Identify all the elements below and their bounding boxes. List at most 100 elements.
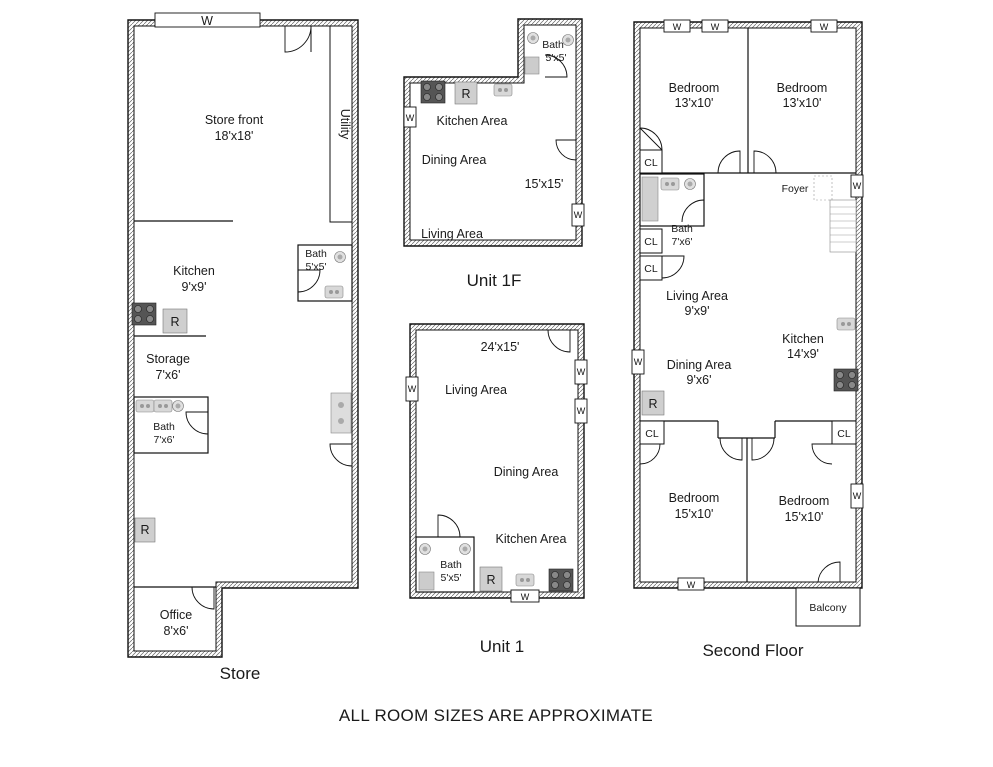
refrigerator-label: R xyxy=(486,573,495,587)
refrigerator-label: R xyxy=(648,397,657,411)
dining-area-label: Dining Area xyxy=(494,465,559,479)
window-tag: W xyxy=(510,589,540,603)
door-icon xyxy=(547,329,571,353)
unit1f-plan: R Bath 5'x5' W W Kitchen Area Dining Are… xyxy=(403,18,585,290)
svg-text:W: W xyxy=(574,210,583,220)
unit1-plan: W W W W 24'x15' Living Area Dining Area … xyxy=(405,323,588,656)
kitchen-area-label: Kitchen Area xyxy=(437,114,508,128)
living-area-name: Living Area xyxy=(666,289,728,303)
door-icon xyxy=(437,514,461,538)
bath-name: Bath xyxy=(542,39,564,51)
door-icon xyxy=(811,443,833,465)
door-icon xyxy=(753,150,777,174)
svg-text:W: W xyxy=(406,113,415,123)
dining-area-label: Dining Area xyxy=(422,153,487,167)
window-tag: W xyxy=(810,19,838,33)
kitchen-name: Kitchen xyxy=(782,332,824,346)
living-area-size: 9'x9' xyxy=(685,304,710,318)
kitchen-name: Kitchen xyxy=(173,264,215,278)
window-tag: W xyxy=(403,106,417,128)
window-tag: W xyxy=(154,12,261,28)
window-tag: W xyxy=(574,398,588,424)
svg-text:W: W xyxy=(408,384,417,394)
window-tag: W xyxy=(663,19,691,33)
storage-name: Storage xyxy=(146,352,190,366)
kitchen-area-label: Kitchen Area xyxy=(496,532,567,546)
dining-area-name: Dining Area xyxy=(667,358,732,372)
window-tag: W xyxy=(631,349,645,375)
door-icon xyxy=(661,255,685,279)
living-area-label: Living Area xyxy=(421,227,483,241)
door-icon xyxy=(717,150,741,174)
refrigerator-label: R xyxy=(170,315,179,329)
bedroom-3-name: Bedroom xyxy=(669,491,720,505)
closet-label: CL xyxy=(645,428,659,440)
bath-a-name: Bath xyxy=(153,421,175,433)
svg-text:W: W xyxy=(201,14,213,28)
bedroom-4-size: 15'x10' xyxy=(785,510,824,524)
balcony-label: Balcony xyxy=(809,602,847,614)
door-icon xyxy=(284,25,312,53)
svg-text:W: W xyxy=(853,181,862,191)
window-tag: W xyxy=(574,359,588,385)
storefront-name: Store front xyxy=(205,113,264,127)
storage-size: 7'x6' xyxy=(156,368,181,382)
bath-size: 5'x5' xyxy=(441,572,462,584)
refrigerator-label: R xyxy=(461,87,470,101)
door-icon xyxy=(817,561,841,583)
second-floor-caption: Second Floor xyxy=(702,641,803,660)
closet-label: CL xyxy=(644,263,658,275)
bedroom-2-name: Bedroom xyxy=(777,81,828,95)
second-floor-plan: W W W Bedroom 13'x10' Bedroom 13'x10' CL xyxy=(631,19,864,660)
refrigerator-label: R xyxy=(140,523,149,537)
svg-text:W: W xyxy=(521,592,530,602)
door-icon xyxy=(639,443,661,465)
svg-text:W: W xyxy=(820,22,829,32)
window-tag: W xyxy=(571,203,585,227)
window-tag: W xyxy=(701,19,729,33)
bath-b-name: Bath xyxy=(305,248,327,260)
bath-size: 7'x6' xyxy=(672,236,693,248)
window-tag: W xyxy=(677,577,705,591)
bedroom-4-name: Bedroom xyxy=(779,494,830,508)
door-icon xyxy=(751,437,775,461)
store-caption: Store xyxy=(220,664,261,683)
door-icon xyxy=(555,139,577,161)
stove-icon xyxy=(131,302,157,326)
bedroom-1-size: 13'x10' xyxy=(675,96,714,110)
bath-name: Bath xyxy=(440,559,462,571)
unit1f-caption: Unit 1F xyxy=(467,271,522,290)
closet-label: CL xyxy=(837,428,851,440)
office-size: 8'x6' xyxy=(164,624,189,638)
unit1-caption: Unit 1 xyxy=(480,637,524,656)
svg-text:W: W xyxy=(577,367,586,377)
utility-label: Utility xyxy=(338,109,352,140)
window-tag: W xyxy=(850,174,864,198)
bedroom-1-name: Bedroom xyxy=(669,81,720,95)
window-tag: W xyxy=(405,376,419,402)
bath-a-size: 7'x6' xyxy=(154,434,175,446)
window-tag: W xyxy=(850,483,864,509)
door-icon xyxy=(681,199,705,223)
living-area-label: Living Area xyxy=(445,383,507,397)
door-icon xyxy=(719,437,743,461)
storefront-size: 18'x18' xyxy=(215,129,254,143)
svg-text:W: W xyxy=(634,357,643,367)
bath-b-size: 5'x5' xyxy=(306,261,327,273)
kitchen-size: 9'x9' xyxy=(182,280,207,294)
unit-size-label: 24'x15' xyxy=(481,340,520,354)
bedroom-2-size: 13'x10' xyxy=(783,96,822,110)
svg-text:W: W xyxy=(673,22,682,32)
svg-text:W: W xyxy=(853,491,862,501)
svg-text:W: W xyxy=(687,580,696,590)
office-name: Office xyxy=(160,608,192,622)
kitchen-size: 14'x9' xyxy=(787,347,819,361)
dining-area-size: 9'x6' xyxy=(687,373,712,387)
bedroom-3-size: 15'x10' xyxy=(675,507,714,521)
door-icon xyxy=(639,127,663,151)
bath-name: Bath xyxy=(671,223,693,235)
foyer-label: Foyer xyxy=(782,183,809,195)
door-icon xyxy=(297,269,321,293)
footer-note: ALL ROOM SIZES ARE APPROXIMATE xyxy=(339,706,653,725)
